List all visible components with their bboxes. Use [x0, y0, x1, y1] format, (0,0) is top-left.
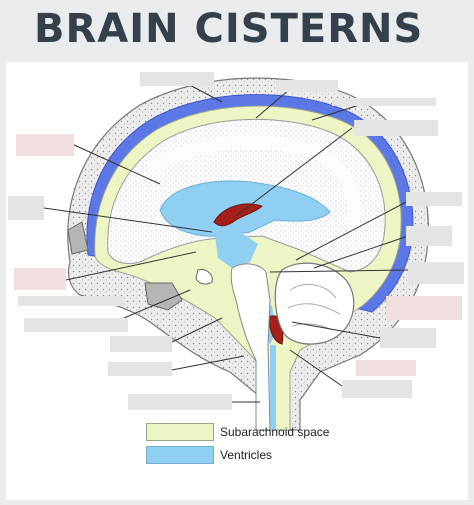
legend-swatch-subarachnoid: [146, 423, 214, 441]
hidden-label: [18, 296, 124, 306]
brainstem: [230, 263, 271, 431]
hidden-label: [354, 120, 438, 136]
third-ventricle: [215, 232, 258, 268]
hidden-label: [406, 226, 452, 246]
pituitary: [195, 269, 213, 285]
hidden-label-pink: [14, 268, 66, 290]
legend-label: Ventricles: [220, 448, 273, 462]
hidden-label: [24, 318, 128, 332]
page-title: BRAIN CISTERNS: [34, 6, 424, 52]
hidden-label: [406, 192, 462, 206]
central-canal: [270, 345, 276, 430]
hidden-label-pink: [356, 360, 416, 376]
hidden-label: [110, 336, 172, 352]
hidden-label-pink: [386, 296, 462, 320]
legend-label: Subarachnoid space: [220, 425, 330, 439]
hidden-label: [408, 262, 464, 284]
hidden-label: [332, 98, 436, 106]
hidden-label: [380, 328, 436, 348]
cerebellum: [274, 262, 355, 345]
sphenoid-sinus: [144, 282, 183, 311]
hidden-label: [276, 80, 338, 92]
hidden-label-pink: [16, 134, 74, 156]
hidden-label: [108, 362, 172, 376]
frontal-sinus: [67, 221, 89, 255]
leader-lines: [43, 79, 411, 403]
hidden-labels: [8, 72, 464, 410]
hidden-label: [128, 394, 232, 410]
legend-swatch-ventricles: [146, 446, 214, 464]
hidden-label: [342, 380, 412, 398]
legend-item-subarachnoid: Subarachnoid space: [146, 423, 329, 441]
hidden-label: [140, 72, 214, 86]
hidden-label: [8, 196, 44, 220]
legend-item-ventricles: Ventricles: [146, 446, 272, 464]
